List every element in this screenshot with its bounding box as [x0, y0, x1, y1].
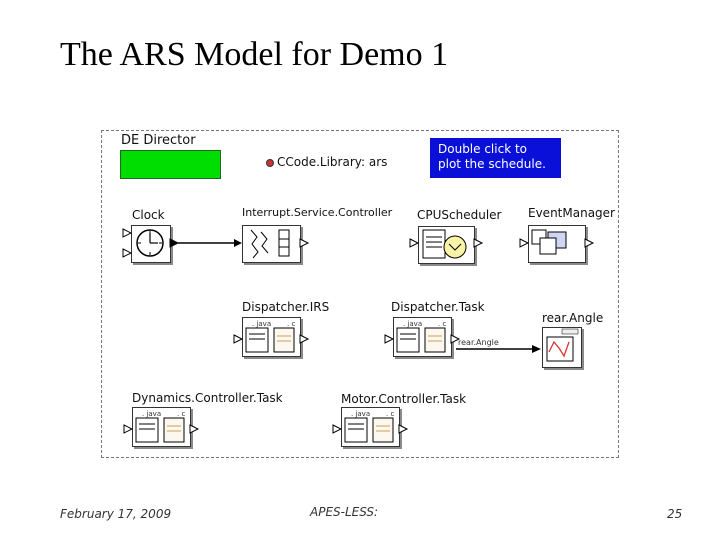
- relation-label: rear.Angle: [458, 338, 499, 347]
- dynamics-task-label: Dynamics.Controller.Task: [132, 391, 283, 405]
- c-tag: . c: [177, 410, 186, 418]
- isr-label: Interrupt.Service.Controller: [242, 206, 393, 219]
- event-manager-actor[interactable]: [528, 225, 586, 263]
- rear-angle-label: rear.Angle: [542, 311, 604, 325]
- c-tag: . c: [386, 410, 395, 418]
- cpu-label: CPUScheduler: [417, 208, 502, 222]
- de-director-icon[interactable]: [120, 150, 221, 179]
- dispatcher-task-label: Dispatcher.Task: [391, 300, 485, 314]
- plot-schedule-note[interactable]: Double click to plot the schedule.: [430, 138, 561, 178]
- note-line-2: plot the schedule.: [438, 157, 546, 171]
- library-label[interactable]: CCode.Library: ars: [277, 155, 388, 169]
- java-tag: . java: [142, 410, 162, 418]
- footer-center: APES-LESS:: [310, 505, 379, 519]
- page-number: 25: [667, 507, 683, 521]
- rear-angle-plotter[interactable]: [542, 327, 582, 368]
- footer-date: February 17, 2009: [60, 507, 172, 521]
- c-tag: . c: [287, 320, 296, 328]
- note-line-1: Double click to: [438, 142, 528, 156]
- java-tag: . java: [351, 410, 371, 418]
- clock-actor[interactable]: [131, 225, 171, 263]
- slide-title: The ARS Model for Demo 1: [60, 36, 449, 73]
- dispatcher-irs-label: Dispatcher.IRS: [242, 300, 330, 314]
- motor-task-label: Motor.Controller.Task: [341, 392, 467, 406]
- model-canvas[interactable]: [101, 130, 619, 458]
- c-tag: . c: [438, 320, 447, 328]
- isr-actor[interactable]: [242, 225, 301, 263]
- clock-label: Clock: [132, 208, 165, 222]
- java-tag: . java: [252, 320, 272, 328]
- cpu-scheduler-actor[interactable]: [418, 226, 475, 264]
- director-label: DE Director: [121, 133, 196, 148]
- java-tag: . java: [403, 320, 423, 328]
- event-label: EventManager: [528, 206, 615, 220]
